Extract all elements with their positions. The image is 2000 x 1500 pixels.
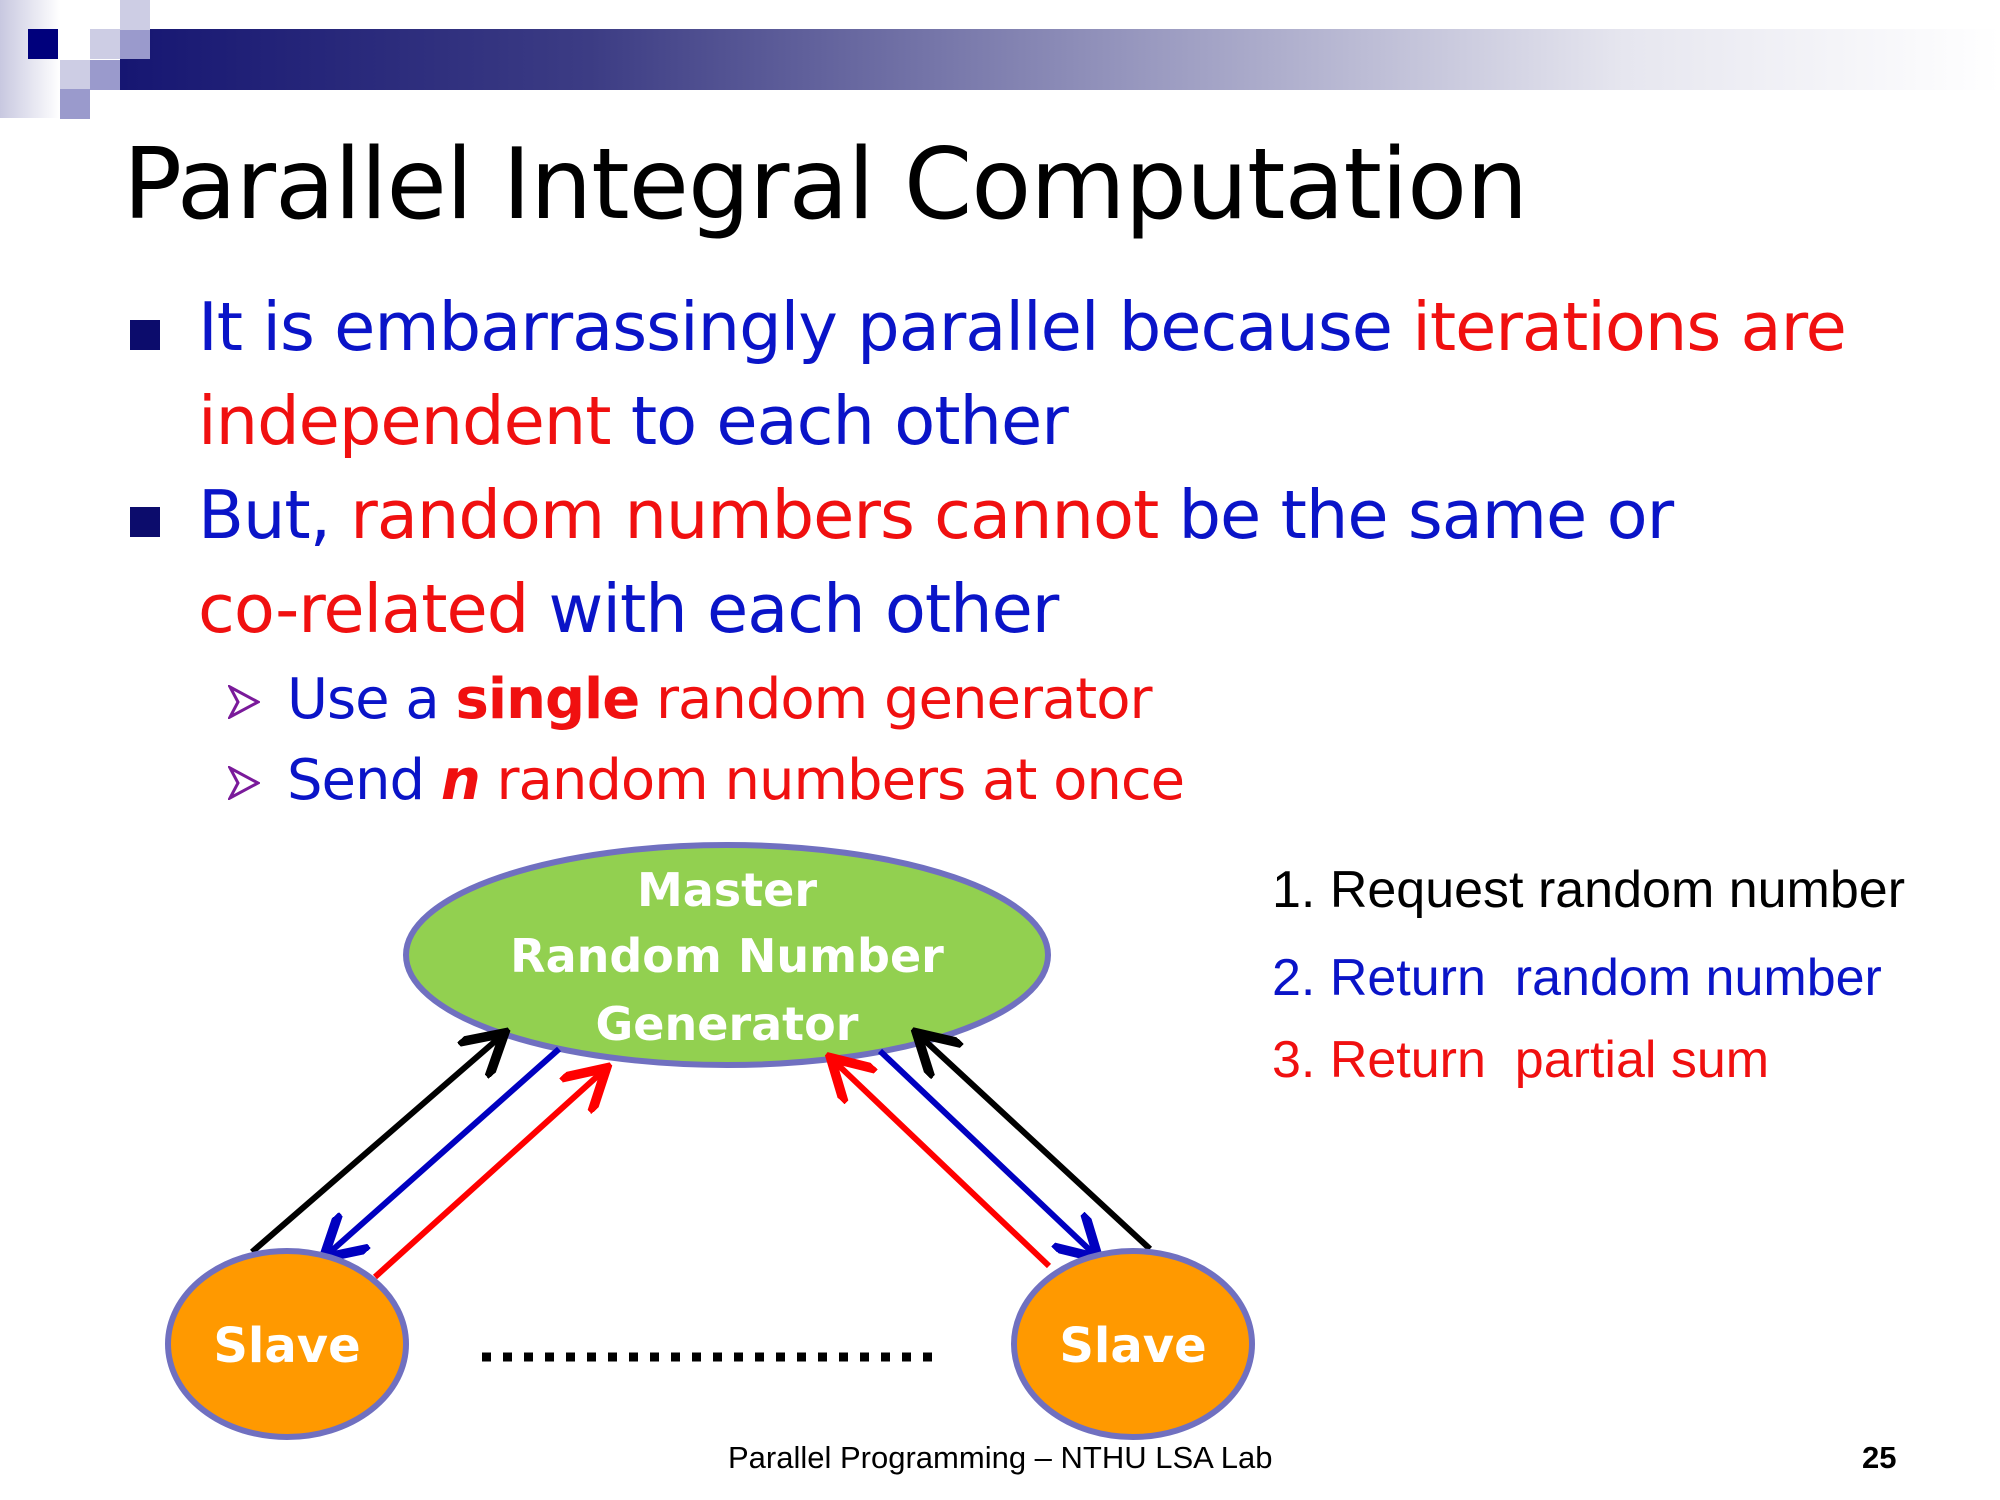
header-bar xyxy=(120,29,2000,90)
bullet-line: independent to each other xyxy=(198,382,1069,460)
page-number: 25 xyxy=(1862,1440,1897,1475)
arrowhead-bullet-icon xyxy=(228,766,260,800)
request-arrow-left xyxy=(250,1037,500,1255)
square-bullet-icon xyxy=(130,507,160,537)
sub-bullet-line: Use a single random generator xyxy=(287,667,1153,732)
slave-label: Slave xyxy=(1059,1318,1206,1374)
slide-title: Parallel Integral Computation xyxy=(123,128,1528,242)
return-random-arrow-left xyxy=(328,1046,561,1254)
master-label-line: Generator xyxy=(596,997,859,1051)
master-label-line: Random Number xyxy=(510,929,944,983)
return-sum-arrow-right xyxy=(835,1062,1052,1269)
slave-node-left xyxy=(165,1248,409,1440)
header-square xyxy=(60,89,90,119)
legend-item-return-random: 2. Return random number xyxy=(1272,949,1882,1007)
bullet-line: It is embarrassingly parallel because it… xyxy=(198,288,1847,366)
sub-bullet-line: Send n random numbers at once xyxy=(287,748,1185,813)
request-arrow-right xyxy=(921,1037,1153,1252)
arrowhead-bullet-icon xyxy=(228,685,260,719)
return-random-arrow-right xyxy=(877,1048,1094,1254)
header-square xyxy=(120,29,150,59)
legend-item-request: 1. Request random number xyxy=(1272,861,1906,919)
header-decoration-fade xyxy=(0,0,60,118)
header-square xyxy=(90,29,120,59)
slave-node-right xyxy=(1011,1248,1255,1440)
header-square xyxy=(28,29,58,59)
bullet-line: co-related with each other xyxy=(198,570,1059,648)
return-sum-arrow-left xyxy=(372,1072,602,1280)
square-bullet-icon xyxy=(130,320,160,350)
slave-label: Slave xyxy=(213,1318,360,1374)
bullet-line: But, random numbers cannot be the same o… xyxy=(198,476,1674,554)
header-square xyxy=(90,60,120,90)
master-label-line: Master xyxy=(637,863,817,917)
legend-item-return-sum: 3. Return partial sum xyxy=(1272,1031,1770,1089)
header-square xyxy=(60,60,90,90)
master-node xyxy=(403,842,1051,1068)
header-square xyxy=(120,0,150,30)
footer-text: Parallel Programming – NTHU LSA Lab xyxy=(728,1440,1273,1475)
